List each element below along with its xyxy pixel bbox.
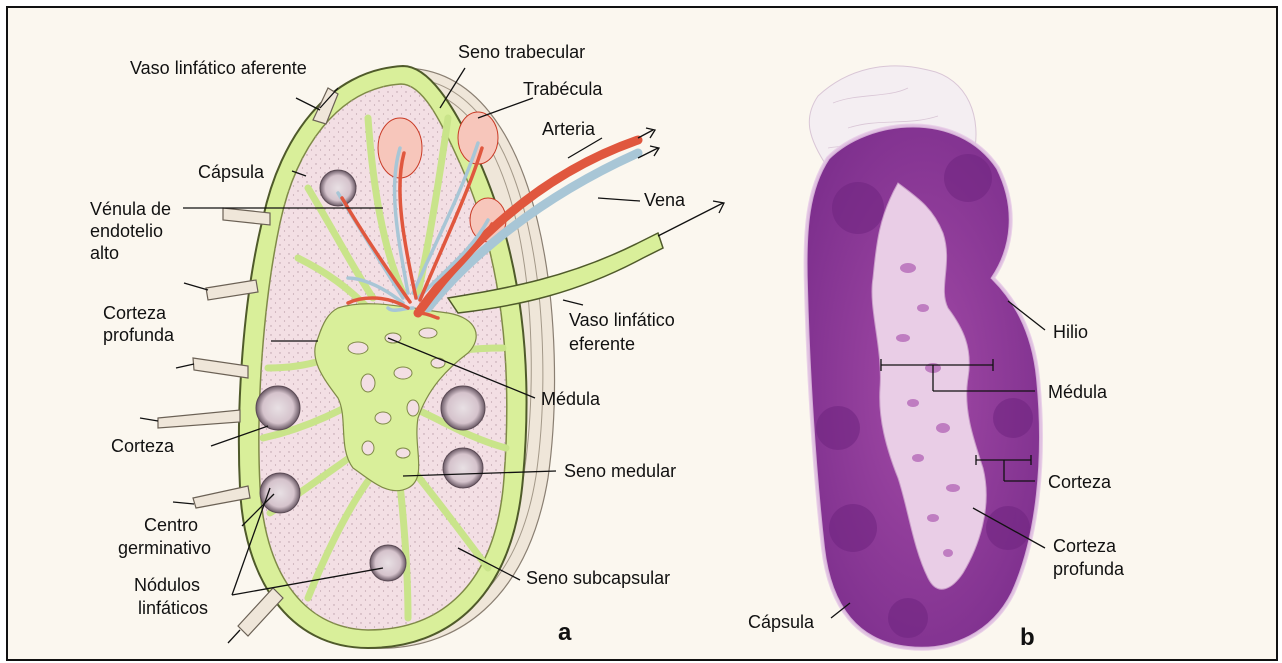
- label-vena: Vena: [644, 190, 686, 210]
- label-b-corteza: Corteza: [1048, 472, 1112, 492]
- label-arteria: Arteria: [542, 119, 596, 139]
- label-vaso-eferente-line1: Vaso linfático: [569, 310, 675, 330]
- label-vaso-linfatico-aferente: Vaso linfático aferente: [130, 58, 307, 78]
- label-nodulos-line2: linfáticos: [138, 598, 208, 618]
- label-nodulos-line1: Nódulos: [134, 575, 200, 595]
- label-corteza-profunda-line2: profunda: [103, 325, 175, 345]
- label-venula-line1: Vénula de: [90, 199, 171, 219]
- label-hilio: Hilio: [1053, 322, 1088, 342]
- label-corteza-profunda-line1: Corteza: [103, 303, 167, 323]
- label-centro-line1: Centro: [144, 515, 198, 535]
- panel-letter-b: b: [1020, 624, 1035, 651]
- panel-letter-a: a: [558, 619, 572, 646]
- label-venula-line2: endotelio: [90, 221, 163, 241]
- figure-frame: Vaso linfático aferente Seno trabecular …: [6, 6, 1278, 661]
- label-b-capsula: Cápsula: [748, 612, 815, 632]
- label-vaso-eferente-line2: eferente: [569, 334, 635, 354]
- label-b-medula: Médula: [1048, 382, 1108, 402]
- label-seno-subcapsular: Seno subcapsular: [526, 568, 670, 588]
- label-seno-trabecular: Seno trabecular: [458, 42, 585, 62]
- diagram-a: Vaso linfático aferente Seno trabecular …: [90, 42, 724, 648]
- label-capsula: Cápsula: [198, 162, 265, 182]
- micrograph-b: Hilio Médula Corteza Corteza profunda Cá…: [748, 66, 1125, 651]
- label-seno-medular: Seno medular: [564, 461, 676, 481]
- lymph-node-figure: Vaso linfático aferente Seno trabecular …: [8, 8, 1276, 659]
- label-corteza: Corteza: [111, 436, 175, 456]
- label-b-corteza-profunda-line2: profunda: [1053, 559, 1125, 579]
- label-b-corteza-profunda-line1: Corteza: [1053, 536, 1117, 556]
- label-centro-line2: germinativo: [118, 538, 211, 558]
- label-trabecula: Trabécula: [523, 79, 603, 99]
- label-medula: Médula: [541, 389, 601, 409]
- label-venula-line3: alto: [90, 243, 119, 263]
